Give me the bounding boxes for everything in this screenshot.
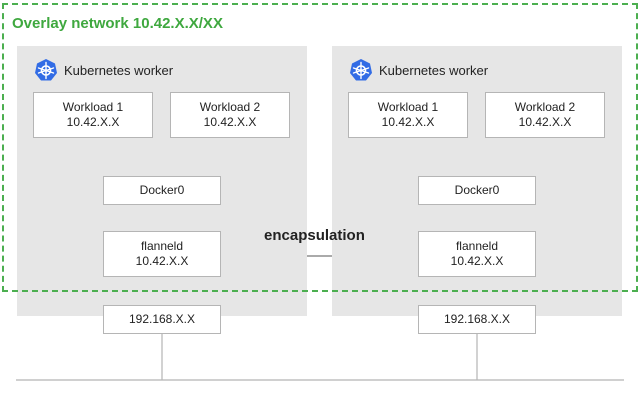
worker-title-right: Kubernetes worker — [349, 58, 488, 82]
host-ip: 192.168.X.X — [443, 312, 511, 326]
flannel-name: flanneld — [455, 239, 499, 253]
workload-ip: 10.42.X.X — [203, 115, 257, 129]
docker0-bridge-box: Docker0 — [418, 176, 536, 205]
flannel-ip: 10.42.X.X — [135, 254, 189, 268]
worker-title-left: Kubernetes worker — [34, 58, 173, 82]
encapsulation-label: encapsulation — [264, 227, 365, 244]
workload-name: Workload 2 — [514, 100, 576, 114]
flannel-ip: 10.42.X.X — [450, 254, 504, 268]
host-ip-box: 192.168.X.X — [103, 305, 221, 334]
bridge-name: Docker0 — [139, 183, 185, 197]
workload-name: Workload 1 — [377, 100, 439, 114]
kubernetes-icon — [350, 59, 372, 81]
bridge-name: Docker0 — [454, 183, 500, 197]
workload-1-box: Workload 1 10.42.X.X — [33, 92, 153, 138]
workload-ip: 10.42.X.X — [381, 115, 435, 129]
workload-1-box: Workload 1 10.42.X.X — [348, 92, 468, 138]
flanneld-box: flanneld 10.42.X.X — [418, 231, 536, 277]
worker-title-text: Kubernetes worker — [379, 62, 489, 78]
workload-name: Workload 1 — [62, 100, 124, 114]
docker0-bridge-box: Docker0 — [103, 176, 221, 205]
flanneld-box: flanneld 10.42.X.X — [103, 231, 221, 277]
workload-name: Workload 2 — [199, 100, 261, 114]
host-ip-box: 192.168.X.X — [418, 305, 536, 334]
overlay-network-boundary — [2, 3, 638, 292]
host-ip: 192.168.X.X — [128, 312, 196, 326]
overlay-network-label: Overlay network 10.42.X.X/XX — [12, 15, 223, 32]
kubernetes-icon — [35, 59, 57, 81]
workload-2-box: Workload 2 10.42.X.X — [485, 92, 605, 138]
workload-2-box: Workload 2 10.42.X.X — [170, 92, 290, 138]
flannel-name: flanneld — [140, 239, 184, 253]
workload-ip: 10.42.X.X — [66, 115, 120, 129]
workload-ip: 10.42.X.X — [518, 115, 572, 129]
worker-title-text: Kubernetes worker — [64, 62, 174, 78]
